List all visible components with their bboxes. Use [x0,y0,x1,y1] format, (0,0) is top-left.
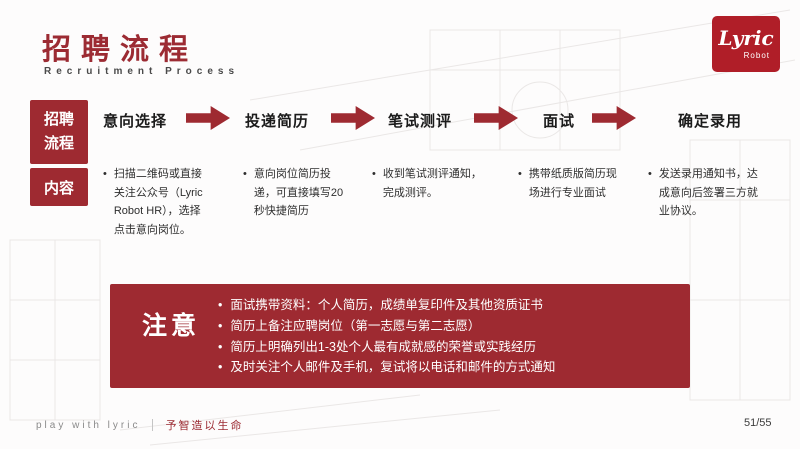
page-subtitle: Recruitment Process [44,66,240,77]
logo-sub-text: Robot [743,51,770,60]
notice-item-text: 简历上备注应聘岗位（第一志愿与第二志愿） [230,318,481,333]
footer-divider [152,419,154,431]
step-detail-5-text: 发送录用通知书，达成意向后签署三方就业协议。 [658,168,758,218]
step-label-4: 面试 [543,113,576,130]
step-detail-4-text: 携带纸质版简历现场进行专业面试 [528,168,617,199]
row-label-process: 招聘流程 [30,100,88,164]
row-label-content: 内容 [30,168,88,206]
notice-box: 注意 面试携带资料：个人简历，成绩单复印件及其他资质证书 简历上备注应聘岗位（第… [110,284,690,388]
step-detail-1-text: 扫描二维码或直接关注公众号（Lyric Robot HR），选择点击意向岗位。 [113,168,203,237]
step-detail-3: 收到笔试测评通知，完成测评。 [372,165,484,202]
footer-slogan-cn: 予智造以生命 [165,420,244,432]
notice-item-text: 简历上明确列出1-3处个人最有成就感的荣誉或实践经历 [230,339,536,354]
notice-title: 注意 [142,312,201,340]
notice-item: 及时关注个人邮件及手机，复试将以电话和邮件的方式通知 [218,357,555,378]
step-label-5: 确定录用 [678,113,743,130]
lyric-robot-logo: Lyric Robot [712,16,780,72]
footer-slogan-en: play with lyric [36,419,141,431]
step-detail-5: 发送录用通知书，达成意向后签署三方就业协议。 [648,165,764,221]
notice-item: 简历上备注应聘岗位（第一志愿与第二志愿） [218,316,555,337]
notice-item-text: 及时关注个人邮件及手机，复试将以电话和邮件的方式通知 [230,360,556,375]
step-detail-3-text: 收到笔试测评通知，完成测评。 [382,168,482,199]
step-detail-4: 携带纸质版简历现场进行专业面试 [518,165,618,202]
page-number: 51/55 [744,417,772,429]
step-detail-2-text: 意向岗位简历投递，可直接填写20秒快捷简历 [253,168,344,218]
notice-item: 简历上明确列出1-3处个人最有成就感的荣誉或实践经历 [218,337,555,358]
step-label-3: 笔试测评 [388,113,453,130]
step-detail-1: 扫描二维码或直接关注公众号（Lyric Robot HR），选择点击意向岗位。 [103,165,207,240]
footer: play with lyric 予智造以生命 [36,417,243,433]
page-title: 招聘流程 [42,32,199,66]
notice-item-text: 面试携带资料：个人简历，成绩单复印件及其他资质证书 [230,298,543,312]
logo-main-text: Lyric [718,26,774,50]
row-label-process-text: 招聘流程 [43,111,74,152]
notice-list: 面试携带资料：个人简历，成绩单复印件及其他资质证书 简历上备注应聘岗位（第一志愿… [218,295,555,378]
step-label-1: 意向选择 [103,113,168,130]
notice-item: 面试携带资料：个人简历，成绩单复印件及其他资质证书 [218,295,555,316]
step-label-2: 投递简历 [245,113,310,130]
row-label-content-text: 内容 [43,179,74,197]
step-detail-2: 意向岗位简历投递，可直接填写20秒快捷简历 [243,165,351,221]
